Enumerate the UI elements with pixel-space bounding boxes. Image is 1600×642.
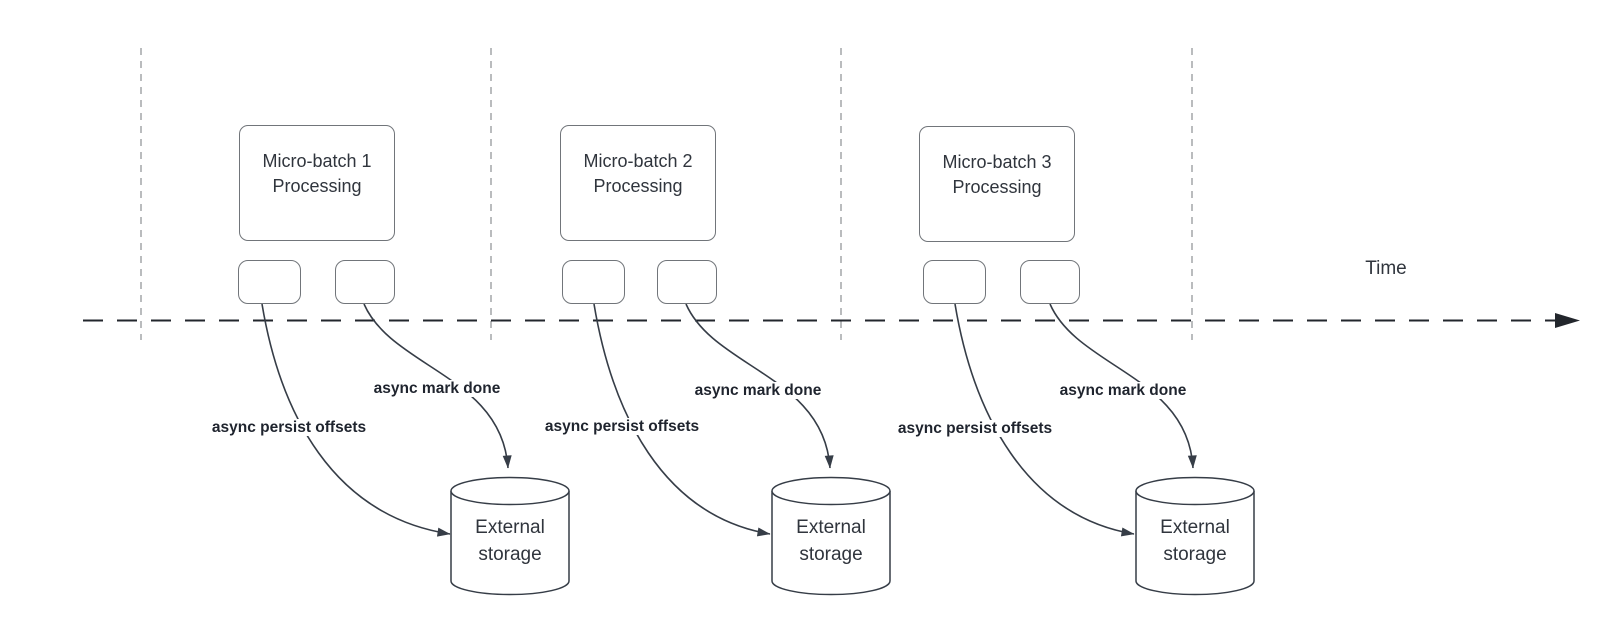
mark-done-label-3: async mark done	[1056, 382, 1190, 399]
mark-done-arrow-3	[1049, 303, 1197, 469]
cylinder-top	[450, 476, 570, 506]
cylinder-top	[771, 476, 891, 506]
done-task-box-3	[1020, 260, 1080, 304]
mark-done-label-1: async mark done	[370, 380, 504, 397]
mark-done-label-2: async mark done	[691, 382, 825, 399]
micro-batch-3-processing-box: Micro-batch 3 Processing	[919, 126, 1075, 242]
persist-offsets-arrow-3	[954, 303, 1135, 537]
cylinder-top	[1135, 476, 1255, 506]
external-storage-cylinder-3	[1135, 476, 1255, 596]
micro-batch-1-processing-box: Micro-batch 1 Processing	[239, 125, 395, 241]
cylinder-body	[771, 491, 891, 596]
external-storage-cylinder-2	[771, 476, 891, 596]
external-storage-label-2: External storage	[796, 517, 866, 565]
persist-offsets-arrow-2	[593, 303, 771, 537]
persist-offsets-label-3: async persist offsets	[894, 420, 1056, 437]
external-storage-label-1: External storage	[475, 517, 545, 565]
external-storage-cylinder-1	[450, 476, 570, 596]
persist-task-box-1	[238, 260, 301, 304]
persist-task-box-2	[562, 260, 625, 304]
done-task-box-2	[657, 260, 717, 304]
micro-batch-2-processing-box: Micro-batch 2 Processing	[560, 125, 716, 241]
persist-offsets-label-1: async persist offsets	[208, 419, 370, 436]
cylinder-body	[1135, 491, 1255, 596]
done-task-box-1	[335, 260, 395, 304]
external-storage-label-3: External storage	[1160, 517, 1230, 565]
time-axis-arrow-icon	[1555, 313, 1580, 328]
mark-done-arrow-1	[363, 303, 512, 469]
mark-done-arrow-2	[685, 303, 834, 469]
persist-offsets-label-2: async persist offsets	[541, 418, 703, 435]
cylinder-body	[450, 491, 570, 596]
time-axis-label: Time	[1365, 258, 1407, 279]
persist-offsets-arrow-1	[261, 303, 451, 537]
persist-task-box-3	[923, 260, 986, 304]
